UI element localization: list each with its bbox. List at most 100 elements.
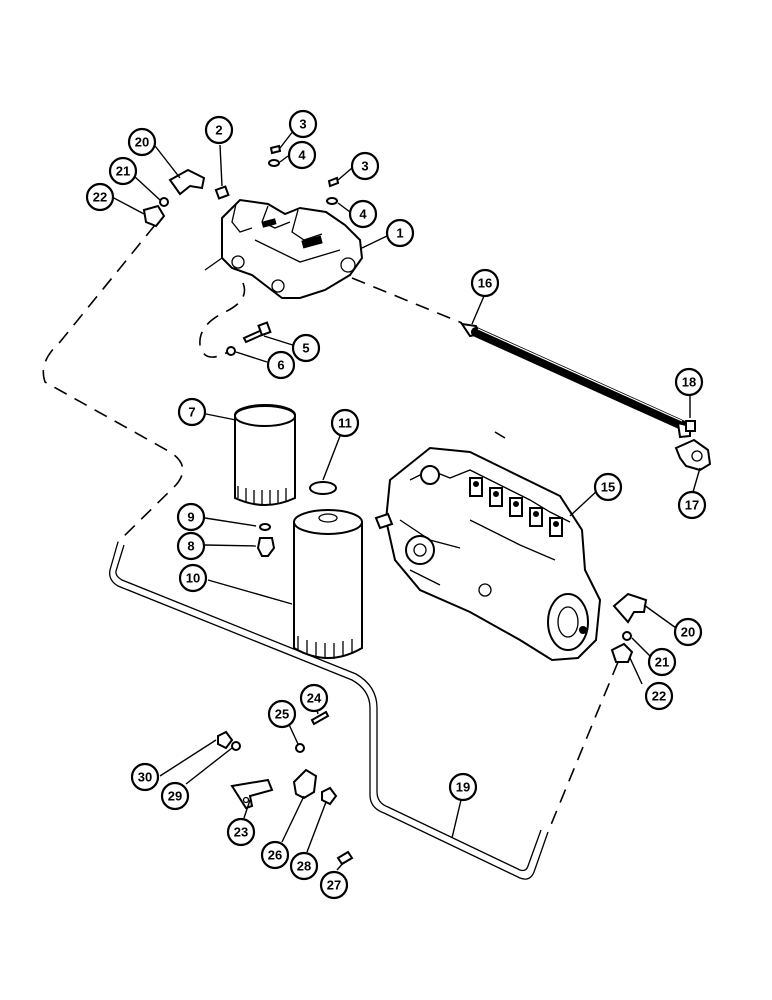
callout-25-label: 25: [275, 707, 289, 722]
callout-8-label: 8: [187, 539, 194, 554]
callout-4a-label: 4: [298, 148, 306, 163]
bolt-washer: [226, 321, 272, 356]
hose-16: [459, 322, 691, 439]
elbow-20-right: [612, 592, 648, 624]
filter-head: [204, 198, 364, 299]
callout-24-label: 24: [307, 691, 322, 706]
callout-29: 29: [160, 781, 190, 811]
callout-10: 10: [178, 563, 208, 593]
callout-6-label: 6: [277, 358, 284, 373]
callout-20a-label: 20: [135, 135, 149, 150]
callout-3a: 3: [288, 109, 318, 139]
filter-10: [293, 509, 363, 659]
callout-26-label: 26: [268, 848, 282, 863]
head-hardware: [214, 144, 340, 205]
washer-4b: [326, 197, 338, 205]
nut-22-right: [610, 642, 634, 663]
callout-23-label: 23: [234, 825, 248, 840]
washer-21-right: [622, 631, 632, 641]
plug-18: [685, 420, 696, 432]
callout-2: 2: [204, 115, 234, 145]
callout-2-label: 2: [215, 123, 222, 138]
callout-18: 18: [674, 367, 704, 397]
callout-24: 24: [299, 683, 329, 713]
callout-9-label: 9: [187, 510, 194, 525]
screw-3b: [327, 176, 340, 188]
callout-4b-label: 4: [359, 207, 367, 222]
callout-3b: 3: [350, 151, 380, 181]
clip-26: [292, 768, 318, 800]
callout-11: 11: [330, 408, 360, 438]
callout-22a-label: 22: [93, 190, 107, 205]
callout-1: 1: [385, 218, 415, 248]
filter-7: [234, 404, 296, 506]
callout-21a-label: 21: [116, 164, 130, 179]
callout-19: 19: [448, 772, 478, 802]
callout-23: 23: [226, 817, 256, 847]
callout-22b-label: 22: [652, 689, 666, 704]
bracket-hardware: [217, 710, 354, 866]
washer-21-left: [159, 197, 169, 207]
washer-6: [226, 346, 236, 356]
filter-small-parts: [256, 481, 337, 557]
callout-5: 5: [291, 333, 321, 363]
fuel-tube-19: [109, 541, 549, 880]
callout-29-label: 29: [168, 789, 182, 804]
ring-9: [259, 523, 271, 531]
injection-pump-15: [374, 446, 602, 662]
callout-25: 25: [267, 699, 297, 729]
callout-28-label: 28: [297, 859, 311, 874]
adapter-8: [256, 537, 276, 557]
bracket-23: [230, 778, 274, 810]
callout-5-label: 5: [302, 341, 309, 356]
callout-15-label: 15: [601, 480, 615, 495]
washer-25: [295, 743, 305, 753]
callout-6: 6: [266, 350, 296, 380]
callout-20b-label: 20: [681, 625, 695, 640]
callout-22b: 22: [644, 681, 674, 711]
callout-21a: 21: [108, 156, 138, 186]
washer-29: [231, 741, 241, 751]
callout-16-label: 16: [478, 276, 492, 291]
right-upper-fittings: [674, 420, 712, 472]
callout-19-label: 19: [456, 780, 470, 795]
bolt-27: [336, 850, 354, 866]
bolt-24: [310, 710, 330, 726]
callout-3b-label: 3: [361, 159, 368, 174]
callout-17-label: 17: [685, 498, 699, 513]
callout-21b: 21: [647, 647, 677, 677]
screw-3a: [269, 144, 282, 155]
callout-15: 15: [593, 472, 623, 502]
fuel-routing-lines: [42, 224, 619, 833]
leader-lines: [111, 129, 701, 871]
callout-20b: 20: [673, 617, 703, 647]
nut-30: [217, 730, 234, 750]
callout-7-label: 7: [188, 405, 195, 420]
callout-8: 8: [176, 531, 206, 561]
callout-1-label: 1: [396, 226, 403, 241]
washer-4a: [268, 159, 280, 167]
elbow-20-left: [168, 168, 206, 196]
plug-2: [214, 185, 230, 200]
callout-4a: 4: [287, 140, 317, 170]
callout-30-label: 30: [138, 770, 152, 785]
callout-7: 7: [177, 397, 207, 427]
callout-26: 26: [260, 840, 290, 870]
callout-11-label: 11: [338, 416, 352, 431]
right-fittings: [610, 592, 648, 663]
callout-27-label: 27: [327, 878, 341, 893]
callout-30: 30: [130, 762, 160, 792]
callout-18-label: 18: [682, 375, 696, 390]
callout-9: 9: [176, 502, 206, 532]
callout-16: 16: [470, 268, 500, 298]
callout-28: 28: [289, 851, 319, 881]
callout-20a: 20: [127, 127, 157, 157]
o-ring-11: [309, 481, 337, 495]
elbow-17: [674, 438, 712, 472]
callout-27: 27: [319, 870, 349, 900]
callout-4b: 4: [348, 199, 378, 229]
callout-17: 17: [677, 490, 707, 520]
callout-21b-label: 21: [655, 655, 669, 670]
callout-3a-label: 3: [299, 117, 306, 132]
